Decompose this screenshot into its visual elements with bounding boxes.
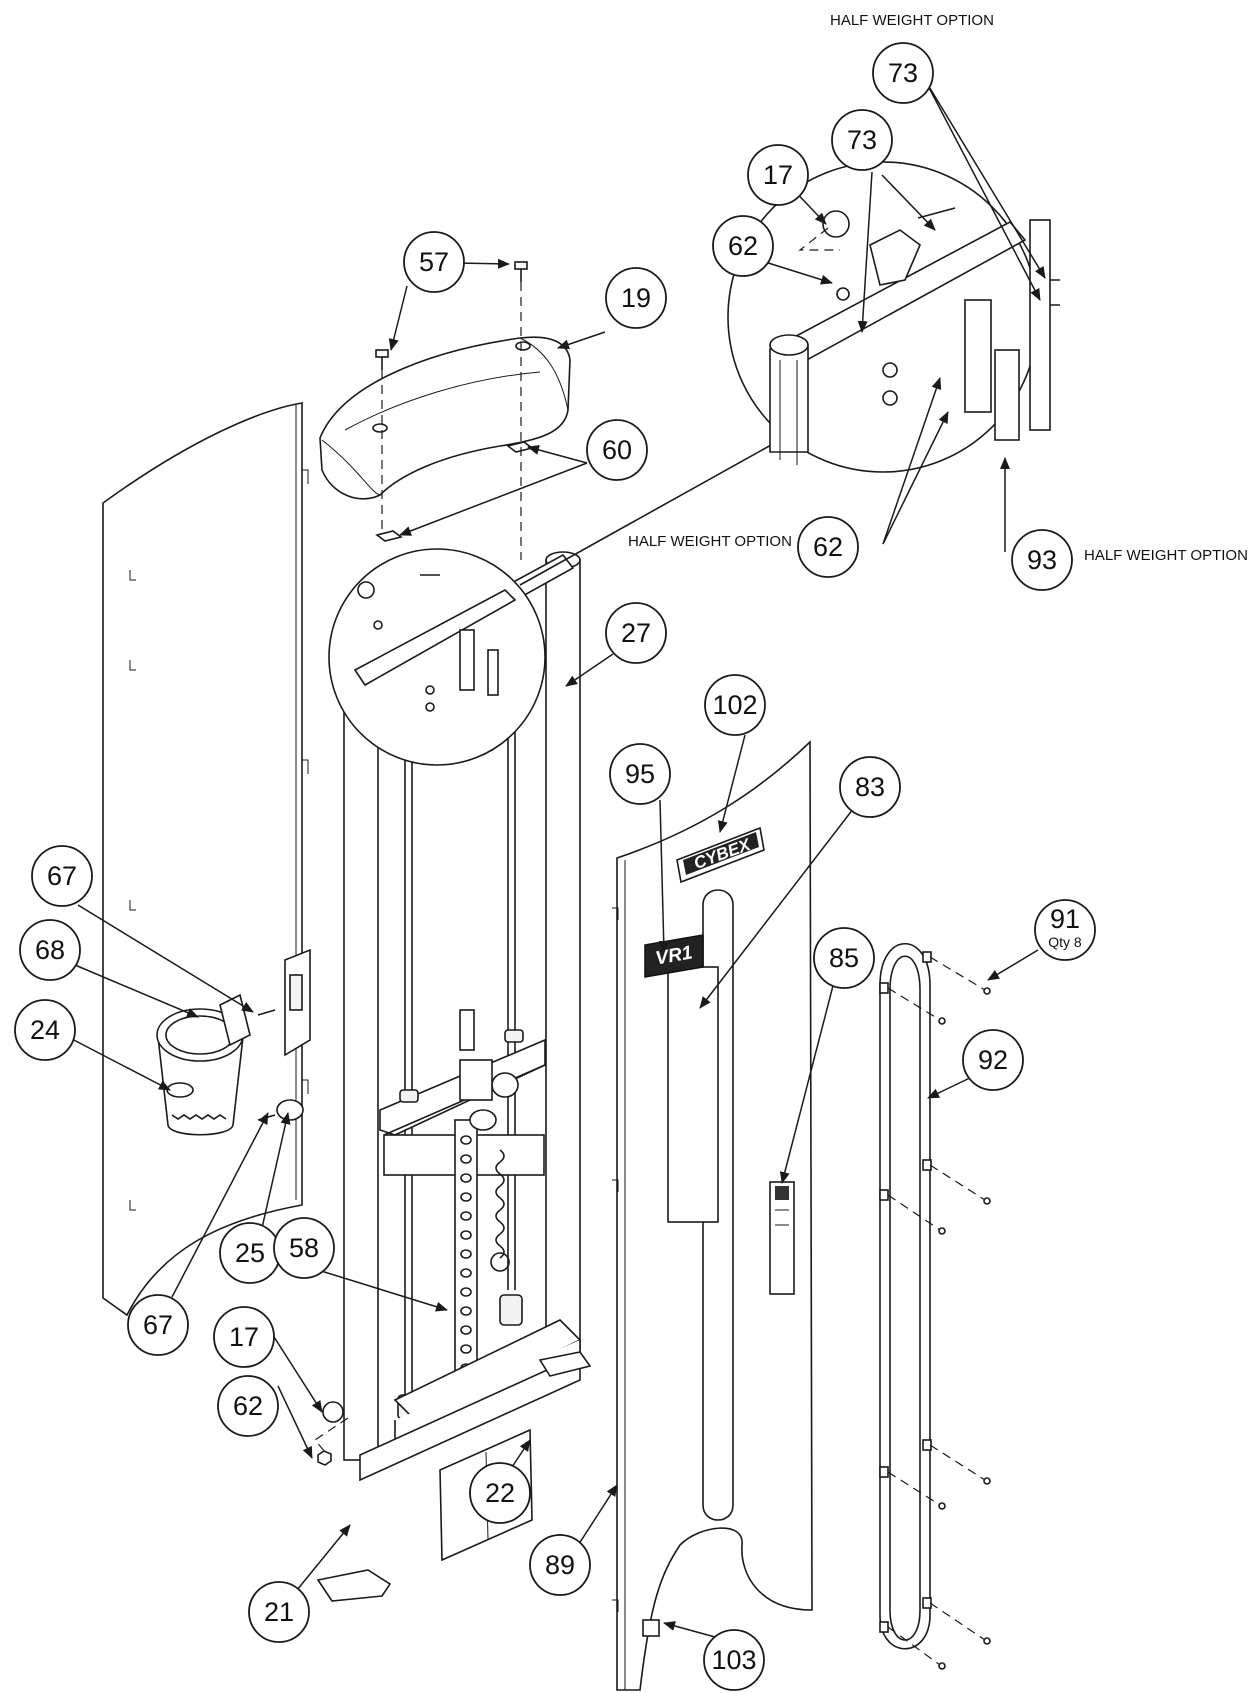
stem-hole xyxy=(460,1135,472,1145)
ball-bracket-left xyxy=(314,1417,349,1459)
stem-hole xyxy=(460,1192,472,1202)
stem-hole xyxy=(460,1154,472,1164)
callout-22: 22 xyxy=(469,1462,531,1524)
callout-57: 57 xyxy=(403,231,465,293)
svg-text:85: 85 xyxy=(829,943,859,973)
callout-62-bottom: 62 xyxy=(217,1375,279,1437)
svg-text:89: 89 xyxy=(545,1550,575,1580)
callout-67-bottom: 67 xyxy=(127,1294,189,1356)
svg-text:68: 68 xyxy=(35,935,65,965)
svg-text:24: 24 xyxy=(30,1015,60,1045)
svg-text:60: 60 xyxy=(602,435,632,465)
callout-21: 21 xyxy=(248,1581,310,1643)
svg-text:Qty 8: Qty 8 xyxy=(1048,934,1082,950)
callout-73-detail: 73 xyxy=(831,109,893,171)
cap-screws xyxy=(375,261,534,542)
callout-102: 102 xyxy=(704,674,766,736)
trim-screws xyxy=(887,956,991,1670)
stem-hole xyxy=(460,1287,472,1297)
svg-text:73: 73 xyxy=(847,125,877,155)
front-shroud-panel: CYBEX VR1 xyxy=(612,740,813,1691)
callout-95: 95 xyxy=(609,743,671,805)
callout-62-detail: 62 xyxy=(712,215,774,277)
stem-hole xyxy=(460,1268,472,1278)
stem-hole xyxy=(460,1344,472,1354)
callout-73-top: 73 xyxy=(872,42,934,104)
note-half-weight-93: HALF WEIGHT OPTION xyxy=(1084,547,1248,564)
svg-text:95: 95 xyxy=(625,759,655,789)
svg-text:67: 67 xyxy=(47,861,77,891)
callout-89: 89 xyxy=(529,1534,591,1596)
note-half-weight-top: HALF WEIGHT OPTION xyxy=(830,12,994,29)
callout-67-top: 67 xyxy=(31,845,93,907)
stem-hole xyxy=(460,1249,472,1259)
callout-83: 83 xyxy=(839,756,901,818)
svg-text:91: 91 xyxy=(1050,904,1080,934)
svg-text:21: 21 xyxy=(264,1597,294,1627)
side-trim-rail xyxy=(879,943,932,1650)
svg-text:58: 58 xyxy=(289,1233,319,1263)
callout-103: 103 xyxy=(703,1629,765,1691)
svg-text:62: 62 xyxy=(728,231,758,261)
stem-hole xyxy=(460,1230,472,1240)
callout-27: 27 xyxy=(605,602,667,664)
accessory-holder xyxy=(156,948,311,1136)
detail-connector xyxy=(519,439,781,586)
callout-19: 19 xyxy=(605,267,667,329)
ball-bracket-right xyxy=(798,227,840,251)
callout-92: 92 xyxy=(962,1029,1024,1091)
svg-text:83: 83 xyxy=(855,772,885,802)
callout-17-detail: 17 xyxy=(747,144,809,206)
stem-hole xyxy=(460,1173,472,1183)
svg-text:17: 17 xyxy=(229,1322,259,1352)
callout-60: 60 xyxy=(586,419,648,481)
callout-24: 24 xyxy=(14,999,76,1061)
svg-text:73: 73 xyxy=(888,58,918,88)
stem-hole xyxy=(460,1211,472,1221)
detail-large-contents xyxy=(768,207,1060,465)
top-cap xyxy=(319,336,571,500)
callout-68: 68 xyxy=(19,919,81,981)
svg-text:62: 62 xyxy=(813,532,843,562)
svg-text:27: 27 xyxy=(621,618,651,648)
leader-lines xyxy=(69,79,1046,1638)
svg-text:22: 22 xyxy=(485,1478,515,1508)
nut-62-bottom xyxy=(317,1450,332,1466)
svg-text:17: 17 xyxy=(763,160,793,190)
svg-text:25: 25 xyxy=(235,1238,265,1268)
svg-text:92: 92 xyxy=(978,1045,1008,1075)
callout-93: 93 xyxy=(1011,529,1073,591)
svg-text:67: 67 xyxy=(143,1310,173,1340)
stem-hole xyxy=(460,1325,472,1335)
svg-text:19: 19 xyxy=(621,283,651,313)
note-half-weight-mid: HALF WEIGHT OPTION xyxy=(628,533,792,550)
ball-17-bottom xyxy=(322,1401,344,1423)
svg-text:102: 102 xyxy=(712,690,757,720)
left-shroud-panel xyxy=(102,402,309,1317)
detail-small-contents xyxy=(353,574,517,712)
svg-text:93: 93 xyxy=(1027,545,1057,575)
svg-text:62: 62 xyxy=(233,1391,263,1421)
callout-25: 25 xyxy=(219,1222,281,1284)
callout-17-bottom: 17 xyxy=(213,1306,275,1368)
svg-text:103: 103 xyxy=(711,1645,756,1675)
svg-text:57: 57 xyxy=(419,247,449,277)
callout-85: 85 xyxy=(813,927,875,989)
stem-hole xyxy=(460,1306,472,1316)
detail-circle-small xyxy=(328,548,546,766)
callout-58: 58 xyxy=(273,1217,335,1279)
callout-62-half: 62 xyxy=(797,516,859,578)
